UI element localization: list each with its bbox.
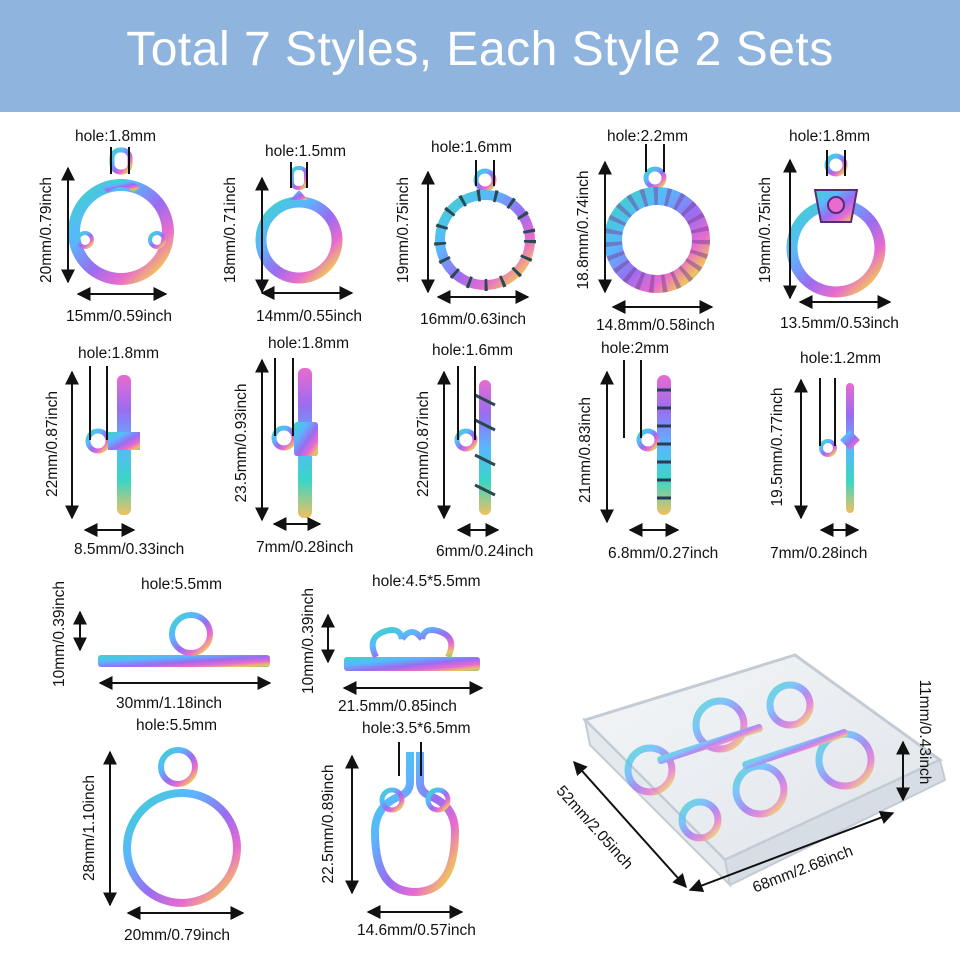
hole-label-10: hole:1.2mm	[800, 350, 881, 367]
title-banner	[0, 0, 960, 112]
toggle-bar-1	[85, 375, 140, 515]
box-height-label: 11mm/0.43inch	[916, 679, 933, 785]
toggle-bar-5	[819, 383, 860, 513]
hole-label-9: hole:2mm	[601, 340, 670, 357]
toggle-bar-2	[271, 368, 318, 518]
height-label-5: 19mm/0.75inch	[757, 177, 774, 283]
height-label-7: 23.5mm/0.93inch	[233, 383, 250, 503]
hole-label-11: hole:5.5mm	[141, 576, 222, 593]
height-label-4: 18.8mm/0.74inch	[575, 170, 592, 290]
height-label-11: 10mm/0.39inch	[51, 581, 68, 687]
width-label-14: 14.6mm/0.57inch	[357, 922, 476, 939]
width-label-9: 6.8mm/0.27inch	[608, 545, 719, 562]
clasp-ring-4	[604, 166, 710, 293]
height-label-8: 22mm/0.87inch	[415, 391, 432, 497]
hole-label-4: hole:2.2mm	[607, 128, 688, 145]
toggle-bar-scroll	[344, 627, 480, 671]
toggle-bar-4	[636, 375, 671, 515]
hole-label-5: hole:1.8mm	[789, 128, 870, 145]
width-label-2: 14mm/0.55inch	[256, 308, 362, 325]
hole-label-7: hole:1.8mm	[268, 335, 349, 352]
height-label-2: 18mm/0.71inch	[222, 177, 239, 283]
clasp-scroll-loop	[370, 752, 460, 897]
hole-label-3: hole:1.6mm	[431, 139, 512, 156]
width-label-13: 20mm/0.79inch	[124, 927, 230, 944]
clasp-ring-3	[434, 168, 536, 291]
width-label-6: 8.5mm/0.33inch	[74, 541, 185, 558]
hole-label-8: hole:1.6mm	[432, 342, 513, 359]
width-label-7: 7mm/0.28inch	[256, 539, 354, 556]
storage-box	[582, 653, 947, 889]
clasp-ring-5	[786, 153, 886, 298]
toggle-bar-long	[98, 612, 270, 667]
width-label-8: 6mm/0.24inch	[436, 543, 534, 560]
width-label-5: 13.5mm/0.53inch	[780, 315, 899, 332]
width-label-4: 14.8mm/0.58inch	[596, 317, 715, 334]
height-label-3: 19mm/0.75inch	[395, 177, 412, 283]
width-label-1: 15mm/0.59inch	[66, 308, 172, 325]
width-label-12: 21.5mm/0.85inch	[338, 698, 457, 715]
height-label-9: 21mm/0.83inch	[577, 397, 594, 503]
hole-label-2: hole:1.5mm	[265, 143, 346, 160]
width-label-10: 7mm/0.28inch	[770, 545, 868, 562]
hole-label-13: hole:5.5mm	[136, 717, 217, 734]
hole-label-12: hole:4.5*5.5mm	[372, 573, 481, 590]
height-label-10: 19.5mm/0.77inch	[769, 387, 786, 507]
hole-label-1: hole:1.8mm	[75, 128, 156, 145]
height-label-12: 10mm/0.39inch	[300, 588, 317, 694]
dimension-arrows	[61, 144, 910, 920]
hole-label-14: hole:3.5*6.5mm	[362, 720, 471, 737]
height-label-1: 20mm/0.79inch	[38, 177, 55, 283]
height-label-14: 22.5mm/0.89inch	[320, 764, 337, 884]
clasp-ring-1	[68, 147, 174, 285]
width-label-11: 30mm/1.18inch	[116, 695, 222, 712]
height-label-6: 22mm/0.87inch	[44, 391, 61, 497]
hole-label-6: hole:1.8mm	[78, 345, 159, 362]
height-label-13: 28mm/1.10inch	[81, 775, 98, 881]
banner-title: Total 7 Styles, Each Style 2 Sets	[126, 23, 834, 76]
clasp-ring-2	[255, 166, 343, 284]
clasp-ring-large	[123, 747, 241, 907]
width-label-3: 16mm/0.63inch	[420, 311, 526, 328]
